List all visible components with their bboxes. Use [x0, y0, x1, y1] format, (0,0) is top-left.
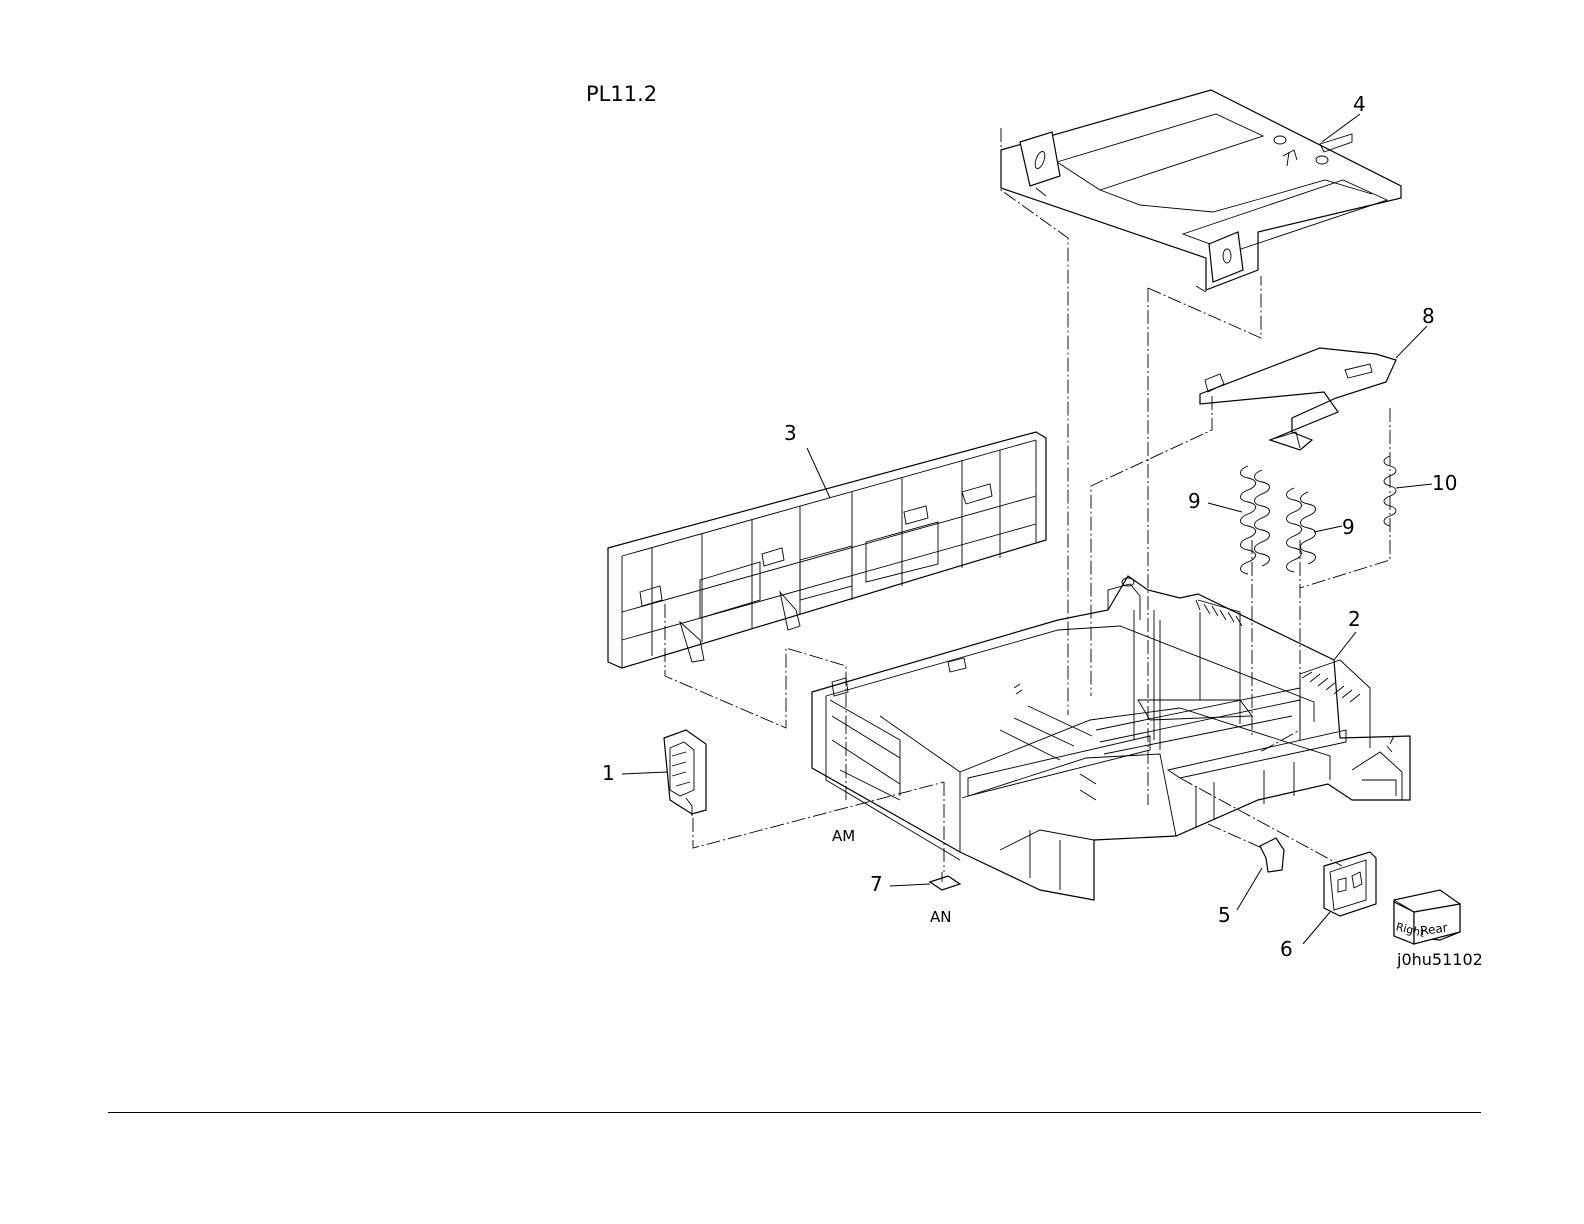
callout-4: 4: [1353, 92, 1366, 116]
part-3-rear-panel: [608, 432, 1046, 668]
spring-middle: [1287, 488, 1316, 572]
callout-8: 8: [1422, 304, 1435, 328]
callout-1: 1: [602, 761, 615, 785]
part-2-tray: [812, 576, 1410, 900]
part-5-lever: [1260, 838, 1284, 872]
callout-2: 2: [1348, 607, 1361, 631]
callout-9-right: 9: [1342, 515, 1355, 539]
part-4-top-plate: [1001, 90, 1401, 292]
spring-left: [1241, 466, 1270, 574]
callout-3: 3: [784, 421, 797, 445]
callout-5: 5: [1218, 903, 1231, 927]
callout-6: 6: [1280, 937, 1293, 961]
part-8-bracket: [1200, 348, 1396, 450]
image-code: j0hu51102: [1397, 950, 1483, 969]
footer-rule: [108, 1112, 1481, 1113]
part-6-cover: [1324, 852, 1376, 916]
callout-9-left: 9: [1188, 489, 1201, 513]
callout-7: 7: [870, 872, 883, 896]
ref-label-an: AN: [930, 908, 951, 926]
ref-label-am: AM: [832, 827, 855, 845]
part-1-latch: [664, 730, 706, 816]
orientation-cube: Right Rear: [1394, 890, 1460, 944]
part-7-clip: [930, 872, 960, 890]
callout-10: 10: [1432, 471, 1457, 495]
